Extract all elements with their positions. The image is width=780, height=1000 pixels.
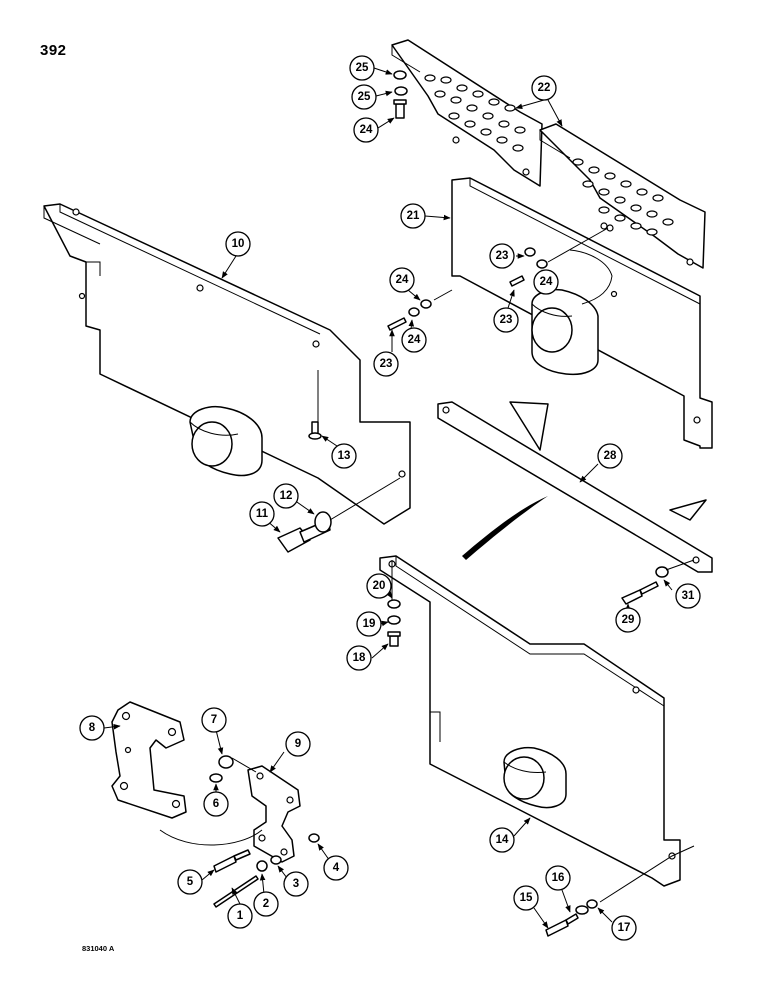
svg-text:25: 25 — [356, 62, 369, 74]
callout-27: 25 — [351, 84, 377, 110]
callout-22: 22 — [531, 75, 557, 101]
svg-text:22: 22 — [538, 82, 551, 94]
callout-24-upper: 23 — [489, 243, 515, 269]
svg-text:5: 5 — [187, 876, 194, 888]
callout-3: 3 — [283, 871, 309, 897]
svg-text:4: 4 — [333, 862, 340, 874]
part-10-upper-left-shield — [43, 203, 411, 525]
curved-routing-arrow — [462, 496, 548, 560]
part-14-lower-right-shield — [379, 555, 681, 887]
part-21-upper-right-shield — [451, 177, 713, 449]
callout-15: 15 — [513, 885, 539, 911]
callout-10: 10 — [225, 231, 251, 257]
part-9-bracket — [247, 765, 301, 863]
callout-5: 5 — [177, 869, 203, 895]
callout-24-lower: 24 — [401, 327, 427, 353]
svg-text:20: 20 — [373, 580, 386, 592]
callout-25-upper: 24 — [533, 269, 559, 295]
alignment-lines — [231, 227, 695, 903]
callout-4: 4 — [323, 855, 349, 881]
callout-2: 2 — [253, 891, 279, 917]
callout-14: 14 — [489, 827, 515, 853]
bracket-link-line — [159, 829, 263, 846]
callout-29: 28 — [597, 443, 623, 469]
svg-text:1: 1 — [237, 910, 244, 922]
callout-12: 12 — [273, 483, 299, 509]
callout-26: 24 — [353, 117, 379, 143]
svg-text:2: 2 — [263, 898, 269, 910]
callout-19: 19 — [356, 611, 382, 637]
svg-text:23: 23 — [380, 358, 393, 370]
svg-text:13: 13 — [338, 450, 351, 462]
callout-20: 20 — [366, 573, 392, 599]
svg-text:11: 11 — [256, 508, 269, 520]
svg-text:24: 24 — [360, 124, 373, 136]
svg-text:14: 14 — [496, 834, 509, 846]
svg-text:24: 24 — [408, 334, 421, 346]
callout-25-lower: 24 — [389, 267, 415, 293]
callout-21: 21 — [400, 203, 426, 229]
callout-30: 29 — [615, 607, 641, 633]
callout-13: 13 — [331, 443, 357, 469]
callout-9: 9 — [285, 731, 311, 757]
svg-text:28: 28 — [604, 450, 617, 462]
svg-text:21: 21 — [407, 210, 420, 222]
callout-18: 18 — [346, 645, 372, 671]
svg-text:31: 31 — [682, 590, 695, 602]
svg-text:24: 24 — [396, 274, 409, 286]
part-29-bar — [437, 401, 713, 573]
svg-text:29: 29 — [622, 614, 635, 626]
part-22-perforated-plates — [391, 39, 706, 269]
callout-28: 25 — [349, 55, 375, 81]
callout-23-upper: 23 — [493, 307, 519, 333]
svg-text:23: 23 — [496, 250, 509, 262]
svg-text:10: 10 — [232, 238, 245, 250]
page-number: 392 — [40, 42, 67, 59]
svg-text:25: 25 — [358, 91, 371, 103]
drawing-id: 831040 A — [82, 944, 115, 953]
svg-text:3: 3 — [293, 878, 299, 890]
callout-11: 11 — [249, 501, 275, 527]
callout-8: 8 — [79, 715, 105, 741]
svg-text:12: 12 — [280, 490, 293, 502]
callout-7: 7 — [201, 707, 227, 733]
part-8-bracket — [111, 701, 187, 819]
callout-6: 6 — [203, 791, 229, 817]
svg-text:24: 24 — [540, 276, 553, 288]
svg-text:18: 18 — [353, 652, 366, 664]
callout-31: 31 — [675, 583, 701, 609]
callout-16: 16 — [545, 865, 571, 891]
callout-1: 1 — [227, 903, 253, 929]
svg-text:9: 9 — [295, 738, 301, 750]
svg-text:7: 7 — [211, 714, 217, 726]
svg-text:23: 23 — [500, 314, 513, 326]
callout-17: 17 — [611, 915, 637, 941]
svg-text:17: 17 — [618, 922, 631, 934]
svg-text:6: 6 — [213, 798, 219, 810]
svg-text:8: 8 — [89, 722, 96, 734]
hardware — [209, 70, 669, 937]
callout-23-lower: 23 — [373, 351, 399, 377]
svg-text:15: 15 — [520, 892, 533, 904]
svg-text:16: 16 — [552, 872, 565, 884]
svg-text:19: 19 — [363, 618, 376, 630]
